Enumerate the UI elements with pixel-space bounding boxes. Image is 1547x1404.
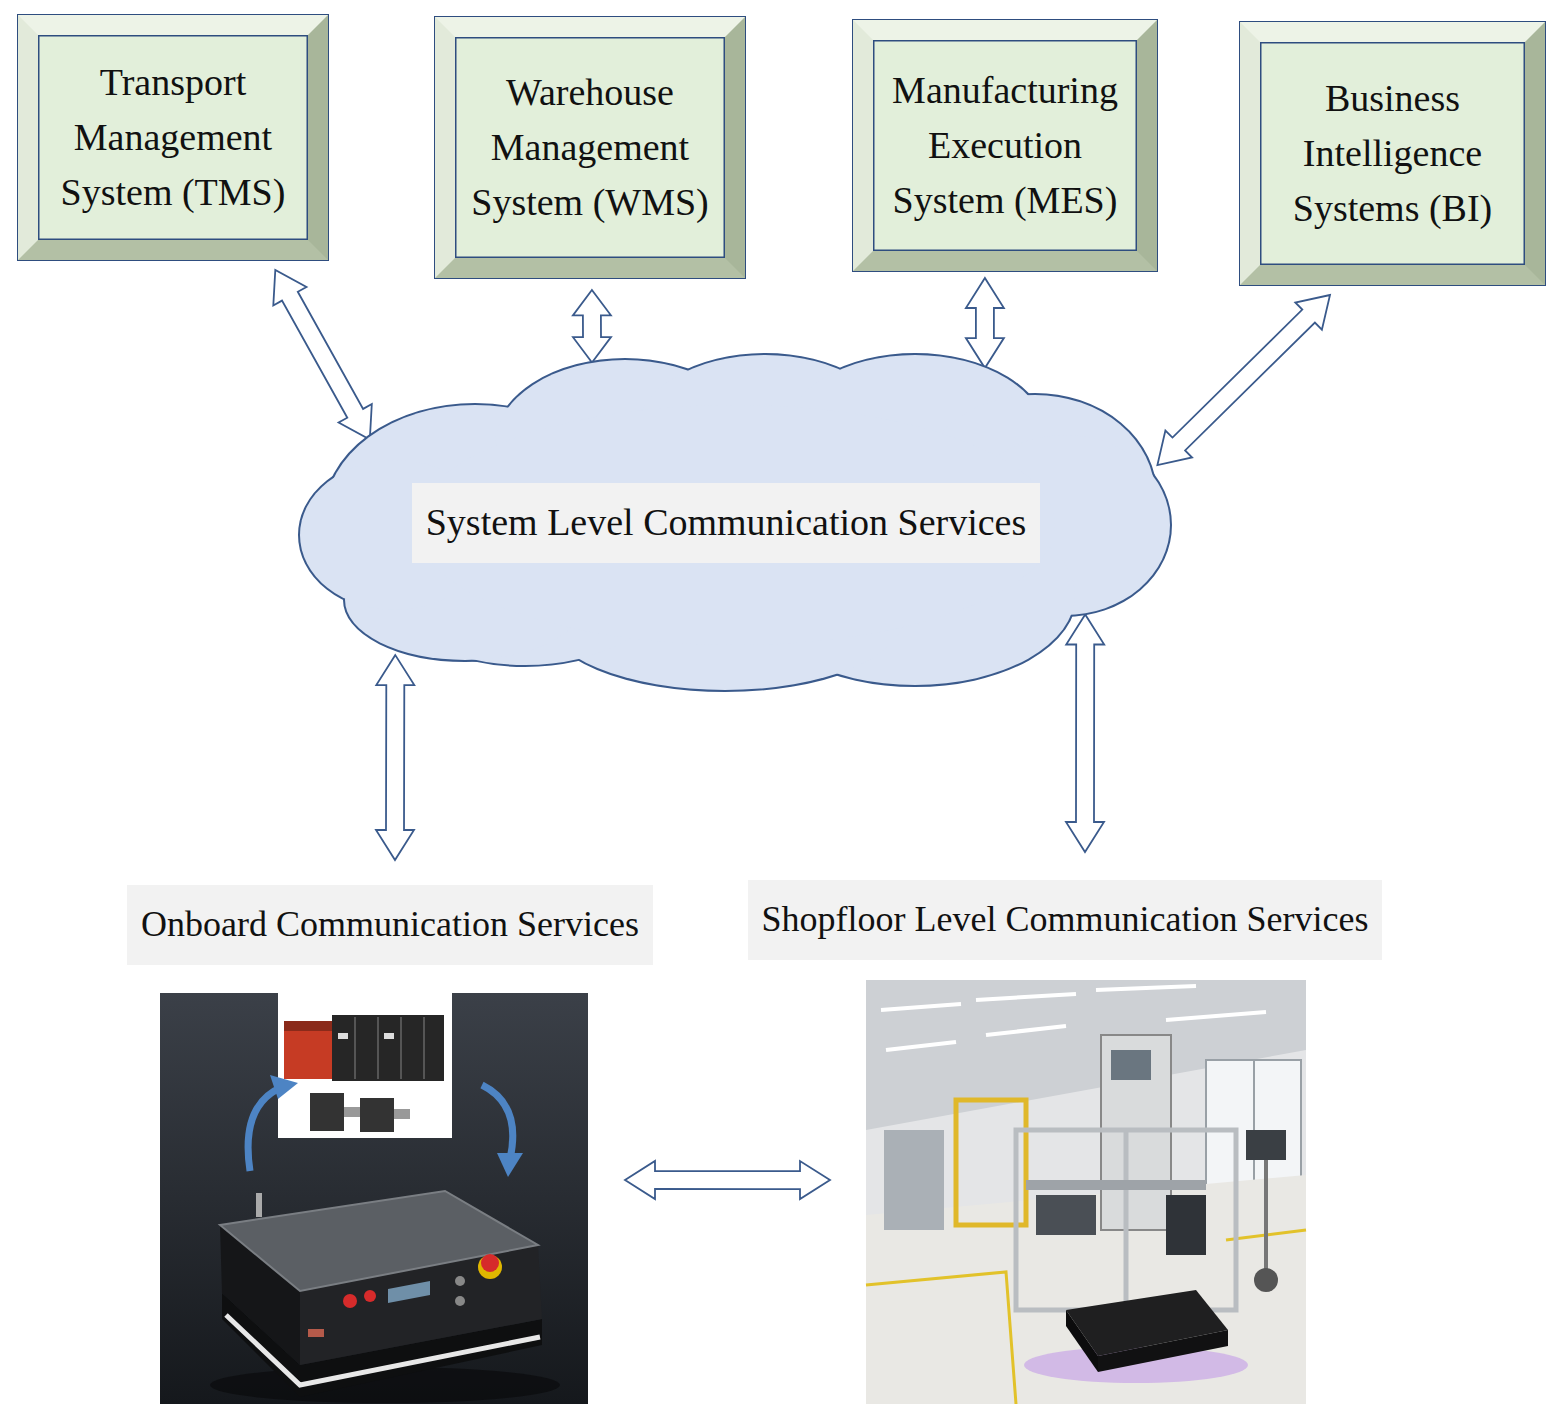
shopfloor-photo — [1264, 1160, 1268, 1280]
photo-panel: Onboard Communication Services — [160, 993, 588, 1404]
shopfloor-photo — [884, 1130, 944, 1230]
label-patch: System Level Communication Services — [412, 483, 1041, 563]
shopfloor-photo — [976, 994, 1076, 1000]
robot-photo — [160, 993, 588, 1404]
shopfloor-photo — [1026, 1180, 1206, 1190]
cloud-outline — [415, 405, 1055, 645]
shopfloor-photo — [881, 1004, 961, 1010]
shopfloor-photo — [1111, 1050, 1151, 1080]
system-name: Manufacturing Execution System (MES) — [873, 63, 1137, 228]
shopfloor-photo — [986, 1026, 1066, 1035]
robot-photo — [455, 1276, 465, 1286]
shopfloor-photo — [1096, 986, 1196, 990]
cloud-fill — [300, 355, 1170, 690]
double-arrow — [1157, 295, 1330, 465]
robot-photo — [482, 1085, 513, 1159]
robot-photo — [160, 993, 588, 1404]
robot-photo — [310, 1093, 344, 1131]
shopfloor-photo — [1066, 1310, 1098, 1372]
robot-photo — [284, 1021, 332, 1079]
cloud-label: System Level Communication Services — [426, 500, 1027, 546]
shopfloor-photo — [866, 980, 1306, 1404]
shopfloor-photo — [886, 1042, 956, 1050]
robot-photo — [220, 1191, 538, 1291]
robot-photo — [394, 1109, 410, 1119]
robot-photo — [256, 1193, 262, 1217]
system-box: Manufacturing Execution System (MES) — [853, 20, 1157, 271]
robot-photo — [360, 1098, 394, 1132]
shopfloor-photo — [1036, 1195, 1096, 1235]
robot-photo — [423, 1017, 425, 1079]
double-arrow — [573, 290, 611, 363]
shopfloor-photo — [1166, 1195, 1206, 1255]
cloud-outline — [300, 355, 1170, 690]
system-box: Transport Management System (TMS) — [18, 15, 328, 260]
system-box: Warehouse Management System (WMS) — [435, 17, 745, 278]
section-heading: Shopfloor Level Communication Services — [762, 898, 1369, 941]
robot-photo — [354, 1017, 356, 1079]
shopfloor-photo — [1124, 1130, 1129, 1310]
cloud-node: System Level Communication Services — [295, 345, 1175, 695]
shopfloor-photo — [1254, 1268, 1278, 1292]
robot-photo — [400, 1017, 402, 1079]
robot-photo — [338, 1033, 348, 1039]
shopfloor-photo — [866, 1272, 1016, 1404]
system-name: Transport Management System (TMS) — [38, 55, 308, 220]
robot-photo — [481, 1254, 499, 1272]
robot-photo — [308, 1329, 324, 1337]
robot-photo — [364, 1290, 376, 1302]
system-box: Business Intelligence Systems (BI) — [1240, 22, 1545, 285]
section-heading: Onboard Communication Services — [141, 903, 639, 946]
double-arrow — [1066, 615, 1104, 853]
robot-photo — [332, 1015, 444, 1081]
robot-photo — [278, 993, 452, 1138]
system-name: Warehouse Management System (WMS) — [455, 65, 725, 230]
label-patch: Shopfloor Level Communication Services — [748, 880, 1383, 960]
robot-photo — [497, 1153, 523, 1177]
robot-photo — [377, 1017, 379, 1079]
double-arrow — [273, 270, 372, 440]
robot-photo — [478, 1255, 502, 1279]
robot-photo — [284, 1021, 332, 1031]
robot-photo — [270, 1075, 298, 1099]
system-name: Business Intelligence Systems (BI) — [1260, 71, 1525, 236]
shopfloor-photo — [1166, 1012, 1266, 1020]
double-arrow — [625, 1161, 830, 1199]
cloud-fill — [415, 405, 1055, 645]
robot-photo — [455, 1296, 465, 1306]
robot-photo — [384, 1033, 394, 1039]
robot-photo — [344, 1107, 360, 1117]
robot-photo — [248, 1087, 282, 1171]
robot-photo — [388, 1281, 430, 1303]
photo-panel: Shopfloor Level Communication Services — [866, 980, 1306, 1404]
robot-photo — [343, 1294, 357, 1308]
shopfloor-photo — [1016, 1130, 1236, 1310]
double-arrow — [966, 278, 1004, 368]
label-patch: Onboard Communication Services — [127, 885, 653, 965]
shopfloor-photo — [1246, 1130, 1286, 1160]
shopfloor-photo — [866, 980, 1306, 1404]
double-arrow — [376, 655, 414, 860]
shopfloor-photo — [1098, 1330, 1228, 1372]
